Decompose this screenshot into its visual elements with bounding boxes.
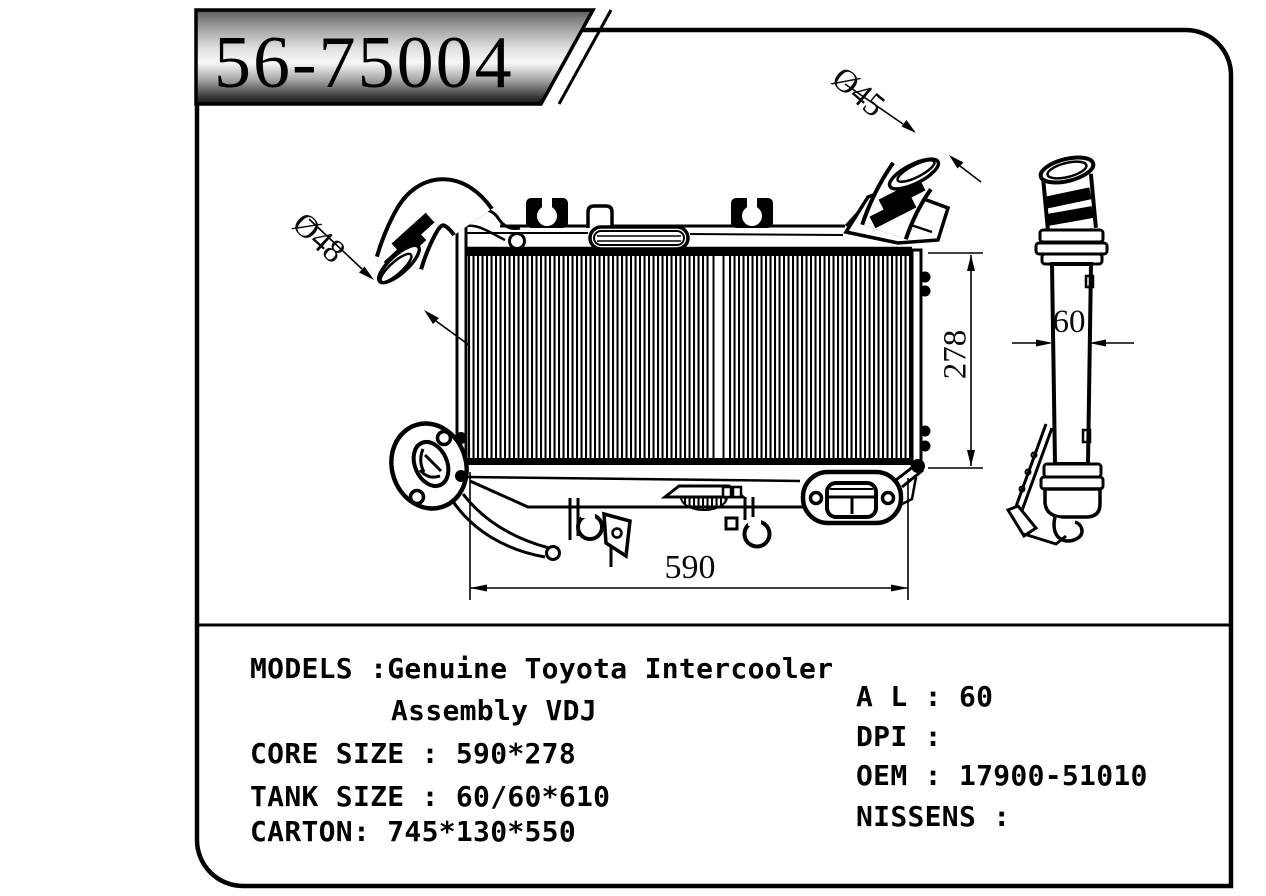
side-strap bbox=[1005, 423, 1067, 546]
spec-models-line2: Assembly VDJ bbox=[391, 694, 597, 727]
mount-clip-right bbox=[731, 198, 773, 228]
bottom-bracket-right bbox=[724, 497, 772, 549]
side-body bbox=[1049, 262, 1094, 466]
spec-models-line1: MODELS :Genuine Toyota Intercooler bbox=[250, 652, 834, 685]
flange-right bbox=[800, 459, 925, 526]
spec-core-size: CORE SIZE : 590*278 bbox=[250, 737, 576, 770]
part-number-badge: 56-75004 bbox=[194, 8, 596, 106]
side-view bbox=[1005, 155, 1109, 546]
top-tank bbox=[464, 195, 912, 251]
core bbox=[455, 210, 931, 472]
dim-590 bbox=[469, 472, 909, 600]
spec-tank-size: TANK SIZE : 60/60*610 bbox=[250, 780, 611, 813]
pipe-left bbox=[374, 177, 494, 285]
spec-al: A L : 60 bbox=[856, 680, 994, 713]
spec-dpi: DPI : bbox=[856, 720, 942, 753]
dim-label-core-width: 590 bbox=[664, 549, 716, 586]
leader-dia45 bbox=[844, 83, 982, 183]
dim-278 bbox=[928, 252, 983, 469]
bottom-center-detail bbox=[660, 484, 748, 511]
dim-label-tank-depth: 60 bbox=[1052, 304, 1086, 340]
badge-accent-line bbox=[557, 9, 613, 105]
spec-oem: OEM : 17900-51010 bbox=[856, 759, 1148, 792]
bottom-bracket-left bbox=[568, 498, 632, 567]
mount-clip-left bbox=[526, 198, 568, 228]
leader-dia48 bbox=[308, 218, 470, 346]
dim-label-core-height: 278 bbox=[937, 329, 974, 380]
pipe-right bbox=[843, 157, 951, 245]
page-frame bbox=[194, 9, 1234, 889]
part-number: 56-75004 bbox=[214, 22, 514, 104]
flange-left bbox=[389, 421, 469, 511]
bottom-assembly bbox=[389, 421, 925, 567]
dimension-lines bbox=[308, 83, 1134, 600]
side-foot bbox=[1043, 487, 1102, 519]
front-view bbox=[374, 157, 951, 567]
spec-nissens: NISSENS : bbox=[856, 800, 1011, 833]
spec-carton: CARTON: 745*130*550 bbox=[250, 815, 576, 848]
dim-60 bbox=[1012, 339, 1134, 347]
